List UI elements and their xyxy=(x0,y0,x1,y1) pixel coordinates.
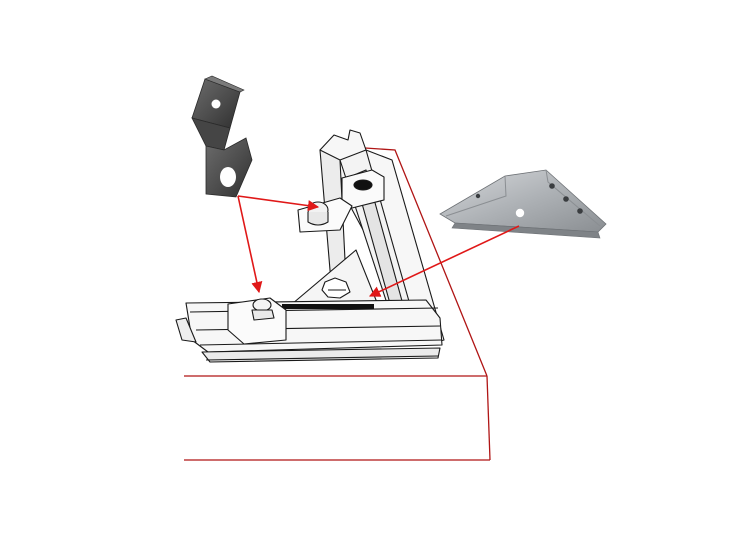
plate-slot-4-icon xyxy=(475,193,481,199)
upper-rail-block xyxy=(341,169,385,209)
upper-stud xyxy=(297,197,353,233)
upper-hole-icon xyxy=(353,179,373,191)
plate-slot-1-icon xyxy=(549,183,555,189)
horizontal-rail xyxy=(175,299,443,363)
frame-side-edge xyxy=(364,147,488,377)
z-bracket-lower-hole-icon xyxy=(220,167,236,187)
arrow-z-to-lower-stud xyxy=(237,195,263,294)
arrow-z-to-upper-stud xyxy=(237,195,320,212)
z-bracket-upper-hole-icon xyxy=(211,99,221,109)
arrow-plate-to-corner xyxy=(368,225,520,297)
plate-slot-3-icon xyxy=(577,208,583,214)
frame-right-edge xyxy=(486,375,491,461)
black-seal-strip xyxy=(282,304,374,309)
lower-stud xyxy=(227,297,287,345)
window-frame xyxy=(184,147,491,461)
dark-z-bracket xyxy=(191,75,253,198)
assembly-arrows xyxy=(237,195,520,297)
silver-corner-bracket xyxy=(439,169,607,239)
plate-slot-2-icon xyxy=(563,196,569,202)
plate-center-hole-icon xyxy=(515,208,525,218)
